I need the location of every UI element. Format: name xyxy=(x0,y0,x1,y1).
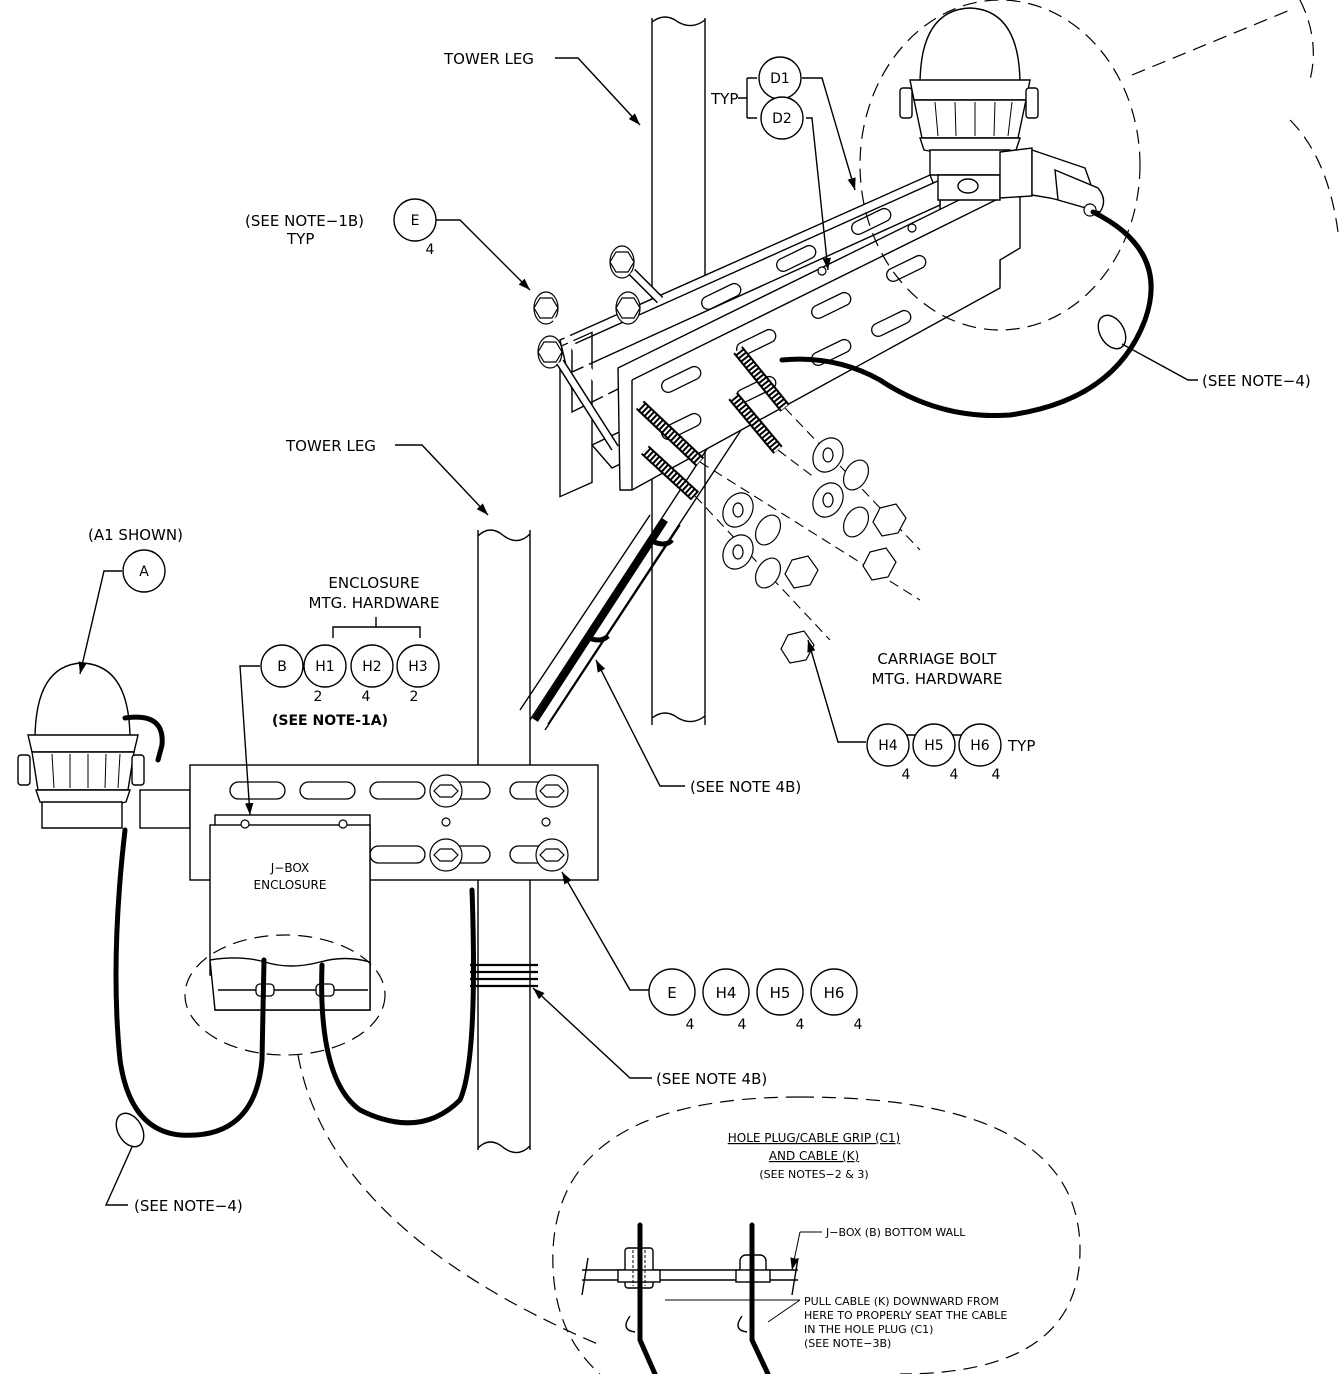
bubble-e-bottom: E 4 xyxy=(648,968,696,1033)
bubble-h2: H2 4 xyxy=(350,644,394,705)
upper-cable-strut xyxy=(519,514,681,731)
lower-detail-callout xyxy=(184,934,1081,1374)
label-tower-leg-mid: TOWER LEG xyxy=(285,437,376,455)
svg-text:H1: H1 xyxy=(315,659,334,675)
svg-text:H4: H4 xyxy=(878,738,898,754)
upper-cable xyxy=(779,209,1154,419)
bolt-2 xyxy=(537,335,619,451)
svg-text:D1: D1 xyxy=(770,71,790,87)
svg-text:H5: H5 xyxy=(770,984,791,1002)
bubble-h4-carriage: H4 4 xyxy=(866,723,911,783)
upper-light-detail-circle xyxy=(859,0,1339,331)
svg-text:4: 4 xyxy=(796,1017,805,1033)
svg-text:H4: H4 xyxy=(716,984,737,1002)
label-typ-e: TYP xyxy=(286,230,314,248)
detail-subtitle: (SEE NOTES−2 & 3) xyxy=(759,1168,868,1181)
jbox-enclosure: J−BOX ENCLOSURE xyxy=(209,814,371,1011)
bubble-h4-bottom: H4 4 xyxy=(702,968,750,1033)
bolt-4 xyxy=(615,291,641,325)
svg-text:E: E xyxy=(411,213,420,229)
label-a1-shown: (A1 SHOWN) xyxy=(88,526,183,544)
svg-text:D2: D2 xyxy=(772,111,792,127)
bolt-1 xyxy=(533,291,613,404)
svg-text:A: A xyxy=(139,564,149,580)
bubble-d2: D2 xyxy=(760,96,804,140)
hole-plug-detail: HOLE PLUG/CABLE GRIP (C1) AND CABLE (K) … xyxy=(581,1131,1007,1374)
callout-text: TOWER LEG TOWER LEG TYP (SEE NOTE−1B) TY… xyxy=(88,50,1311,1215)
label-tower-leg-top: TOWER LEG xyxy=(443,50,534,68)
bubble-h5-bottom: H5 4 xyxy=(756,968,805,1033)
label-see-note-4b-lower: (SEE NOTE 4B) xyxy=(656,1070,767,1088)
upper-carriage-bolts xyxy=(533,245,921,641)
svg-text:4: 4 xyxy=(362,689,371,705)
jbox-label-2: ENCLOSURE xyxy=(254,878,327,892)
svg-text:B: B xyxy=(277,659,287,675)
svg-text:4: 4 xyxy=(854,1017,863,1033)
svg-text:H3: H3 xyxy=(408,659,427,675)
svg-text:4: 4 xyxy=(992,767,1001,783)
bubble-h5-carriage: H5 4 xyxy=(912,723,959,783)
detail-title-1: HOLE PLUG/CABLE GRIP (C1) xyxy=(728,1131,901,1145)
label-see-note-1b: (SEE NOTE−1B) xyxy=(245,212,364,230)
bolt-3 xyxy=(609,245,664,304)
bubble-h6-carriage: H6 4 xyxy=(958,723,1002,783)
bubble-h3: H3 2 xyxy=(396,644,440,705)
bubble-h1: H1 2 xyxy=(303,644,347,705)
balloon-callouts: D1 D2 E 4 A B H1 2 H2 4 xyxy=(122,56,1002,1033)
lower-cable-tie xyxy=(470,963,538,988)
jbox-label-1: J−BOX xyxy=(270,861,310,875)
svg-text:H2: H2 xyxy=(362,659,381,675)
detail-pull-2: HERE TO PROPERLY SEAT THE CABLE xyxy=(804,1309,1007,1322)
svg-text:H6: H6 xyxy=(824,984,845,1002)
svg-text:H6: H6 xyxy=(970,738,990,754)
svg-text:H5: H5 xyxy=(924,738,943,754)
bubble-h6-bottom: H6 4 xyxy=(810,968,863,1033)
label-see-note-4-bottom: (SEE NOTE−4) xyxy=(134,1197,243,1215)
cable-loop-markers xyxy=(115,314,1127,1148)
detail-title-2: AND CABLE (K) xyxy=(769,1149,859,1163)
upper-obstruction-light xyxy=(899,7,1105,217)
label-carriage-1: CARRIAGE BOLT xyxy=(877,650,997,668)
lower-cables xyxy=(113,827,476,1138)
svg-text:4: 4 xyxy=(950,767,959,783)
svg-text:4: 4 xyxy=(686,1017,695,1033)
exploded-hardware xyxy=(722,437,907,664)
label-typ-h: TYP xyxy=(1007,737,1035,755)
svg-text:4: 4 xyxy=(426,242,435,258)
svg-text:4: 4 xyxy=(902,767,911,783)
label-enclosure-hw-2: MTG. HARDWARE xyxy=(309,594,440,612)
leader-lines xyxy=(78,57,1198,1206)
svg-text:2: 2 xyxy=(410,689,419,705)
label-enclosure-hw-1: ENCLOSURE xyxy=(328,574,419,592)
detail-pull-1: PULL CABLE (K) DOWNWARD FROM xyxy=(804,1295,999,1308)
svg-text:2: 2 xyxy=(314,689,323,705)
detail-bottom-wall: J−BOX (B) BOTTOM WALL xyxy=(825,1226,966,1239)
bubble-a: A xyxy=(122,549,166,593)
label-see-note-1a: (SEE NOTE-1A) xyxy=(272,713,388,729)
lower-obstruction-light xyxy=(17,662,165,829)
svg-text:4: 4 xyxy=(738,1017,747,1033)
label-see-note-4b-upper: (SEE NOTE 4B) xyxy=(690,778,801,796)
svg-text:E: E xyxy=(667,984,676,1002)
detail-pull-3: IN THE HOLE PLUG (C1) xyxy=(804,1323,933,1336)
bubble-e-top: E 4 xyxy=(393,198,437,258)
bubble-d1: D1 xyxy=(758,56,802,100)
label-see-note-4-top: (SEE NOTE−4) xyxy=(1202,372,1311,390)
label-carriage-2: MTG. HARDWARE xyxy=(872,670,1003,688)
label-typ-d: TYP xyxy=(710,90,738,108)
detail-pull-4: (SEE NOTE−3B) xyxy=(804,1337,891,1350)
bubble-b: B xyxy=(260,644,304,688)
